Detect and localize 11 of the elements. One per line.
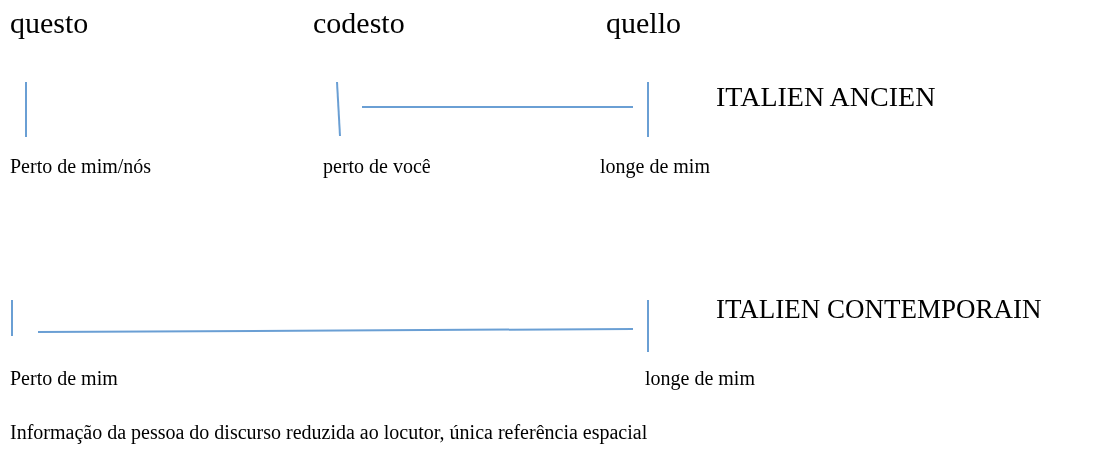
meaning-label: longe de mim — [645, 367, 755, 389]
meaning-label: longe de mim — [600, 155, 710, 177]
italian-word: codesto — [313, 6, 405, 39]
meaning-label: perto de você — [323, 155, 431, 177]
meaning-label: Perto de mim/nós — [10, 155, 152, 177]
period-heading: ITALIEN ANCIEN — [716, 82, 936, 113]
note-text: Informação da pessoa do discurso reduzida ao locutor, única referência espacial — [10, 421, 648, 443]
period-heading: ITALIEN CONTEMPORAIN — [716, 295, 1042, 325]
italian-word: quello — [606, 6, 681, 39]
italian-word: questo — [10, 6, 89, 39]
meaning-label: Perto de mim — [10, 367, 118, 389]
